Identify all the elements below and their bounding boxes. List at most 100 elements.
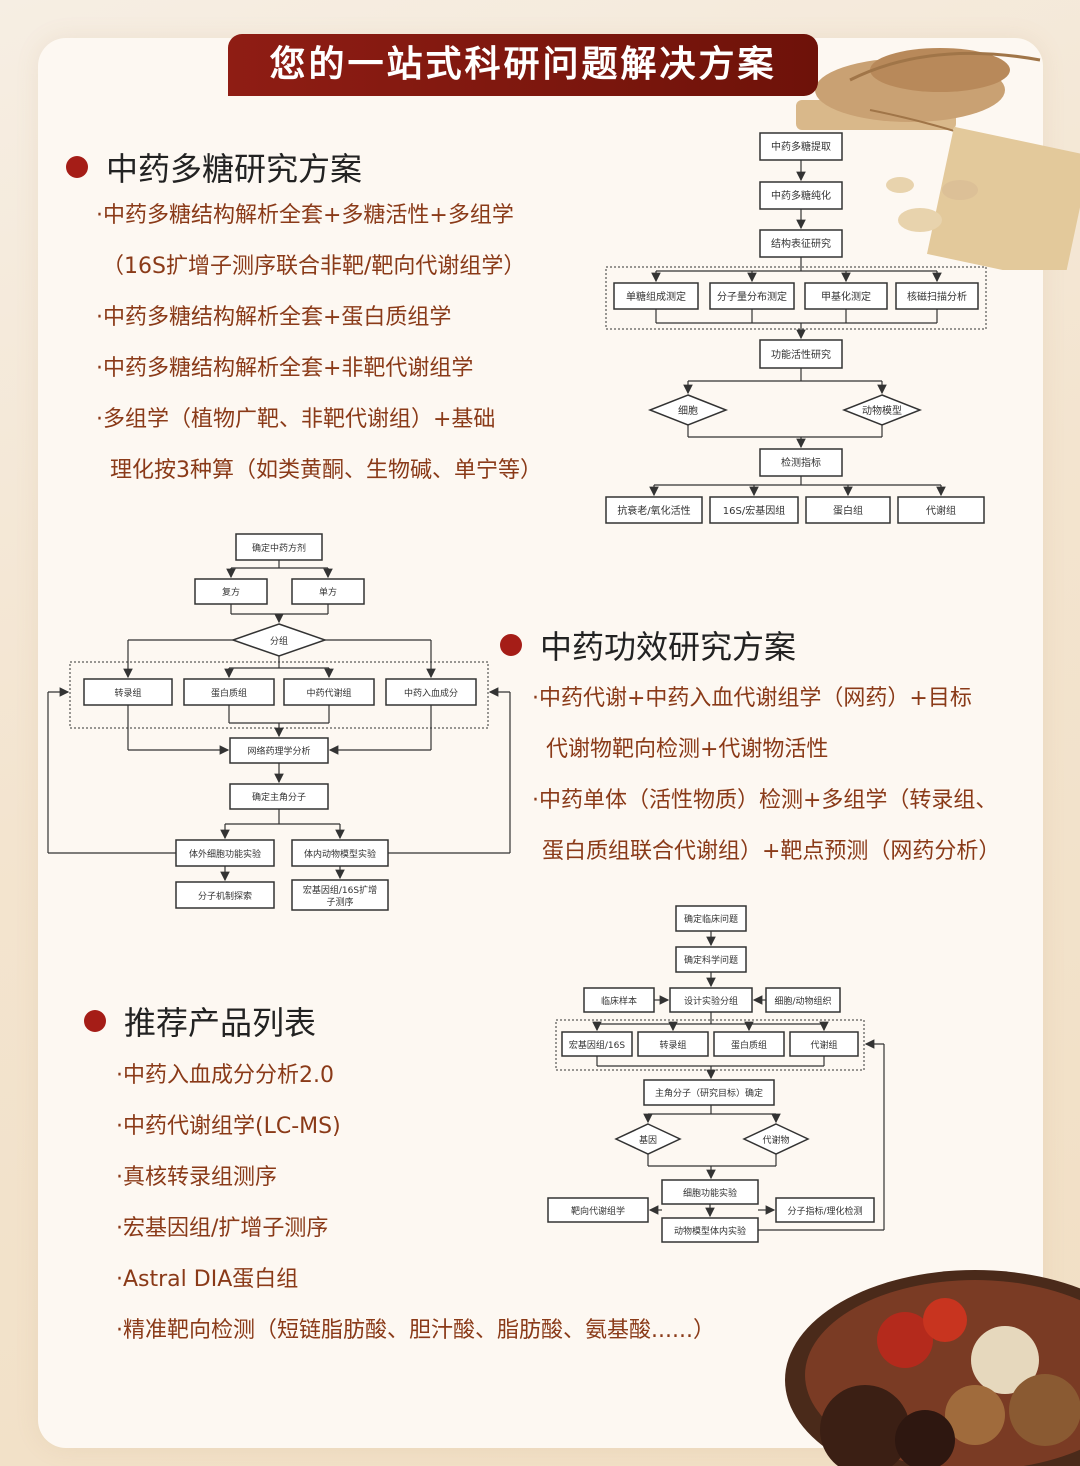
flow-label: 确定中药方剂: [252, 542, 306, 554]
clinical-flowchart: 确定临床问题 确定科学问题 临床样本 设计实验分组 细胞/动物组织 宏基因组/1…: [547, 905, 885, 1243]
list-item: 理化按3种算（如类黄酮、生物碱、单宁等）: [110, 458, 542, 483]
list-item: ·真核转录组测序: [116, 1165, 277, 1190]
flow-label: 代谢组: [926, 504, 956, 517]
flow-label: 蛋白质组: [211, 687, 247, 699]
flow-label: 设计实验分组: [684, 995, 738, 1007]
node-box: [229, 783, 329, 810]
list-item: 蛋白质组联合代谢组）+靶点预测（网药分析）: [542, 839, 1001, 864]
flow-label: 子测序: [326, 896, 353, 908]
section-title-text: 中药功效研究方案: [540, 628, 797, 666]
flow-label: 核磁扫描分析: [907, 290, 967, 303]
list-item: ·中药单体（活性物质）检测+多组学（转录组、: [532, 788, 998, 813]
flow-label: 主角分子（研究目标）确定: [655, 1087, 763, 1099]
section-title-text: 中药多糖研究方案: [106, 150, 363, 188]
node-box: [759, 229, 843, 258]
node-box: [713, 1031, 785, 1057]
node-box: [709, 496, 799, 524]
banner-title: 您的一站式科研问题解决方案: [269, 44, 777, 85]
node-box: [789, 1031, 859, 1057]
node-box: [605, 496, 703, 524]
flow-label: 中药多糖纯化: [771, 189, 831, 202]
node-box: [637, 1031, 709, 1057]
node-box: [83, 678, 173, 706]
flow-label: 分子机制探索: [198, 890, 252, 902]
flow-label: 中药多糖提取: [771, 140, 831, 153]
node-box: [613, 282, 699, 310]
list-item: （16S扩增子测序联合非靶/靶向代谢组学）: [102, 254, 526, 279]
flow-label: 分子指标/理化检测: [787, 1205, 862, 1217]
polysaccharide-flowchart: 中药多糖提取 中药多糖纯化 结构表征研究 单糖组成测定 分子量分布测定 甲基化测…: [605, 132, 987, 524]
flow-label: 体外细胞功能实验: [189, 848, 261, 860]
node-box: [709, 282, 795, 310]
node-box: [675, 905, 747, 932]
node-box: [775, 1197, 875, 1223]
list-item: ·精准靶向检测（短链脂肪酸、胆汁酸、脂肪酸、氨基酸......）: [116, 1318, 715, 1343]
flow-label: 转录组: [114, 687, 141, 699]
list-item: ·多组学（植物广靶、非靶代谢组）+基础: [96, 407, 496, 432]
flow-label: 单方: [319, 586, 337, 598]
list-item: ·宏基因组/扩增子测序: [116, 1216, 329, 1241]
flow-label: 确定临床问题: [684, 913, 738, 925]
flow-label: 单糖组成测定: [626, 290, 686, 303]
node-box: [759, 448, 843, 477]
list-item: ·中药代谢组学(LC-MS): [116, 1114, 341, 1139]
flow-label: 体内动物模型实验: [304, 848, 376, 860]
efficacy-flowchart: 确定中药方剂 复方 单方 分组 转录组 蛋白质组 中药代谢组 中药入血成分 网络…: [47, 533, 511, 911]
node-box: [583, 987, 655, 1013]
flow-label: 结构表征研究: [771, 237, 831, 250]
page-banner: 您的一站式科研问题解决方案: [228, 34, 818, 96]
bullet-dot-icon: [84, 1010, 106, 1032]
flow-label: 分组: [270, 635, 288, 647]
flow-label: 代谢物: [762, 1134, 789, 1146]
flow-label: 确定主角分子: [252, 791, 306, 803]
node-box: [643, 1079, 775, 1106]
node-box: [661, 1217, 759, 1243]
node-box: [805, 496, 891, 524]
flow-label: 中药入血成分: [404, 687, 458, 699]
flow-label: 检测指标: [781, 456, 821, 469]
flow-label: 功能活性研究: [771, 348, 831, 361]
flow-label: 细胞: [678, 404, 698, 417]
node-box: [385, 678, 477, 706]
flow-label: 复方: [222, 586, 240, 598]
content-card: [38, 38, 1043, 1448]
section-title-products: 推荐产品列表: [84, 998, 316, 1044]
node-box: [229, 737, 329, 764]
node-box: [235, 533, 323, 561]
flow-label: 转录组: [659, 1039, 686, 1051]
flow-label: 细胞功能实验: [683, 1187, 737, 1199]
flow-label: 16S/宏基因组: [723, 504, 785, 517]
node-box: [547, 1197, 649, 1223]
list-item: ·中药多糖结构解析全套+非靶代谢组学: [96, 356, 474, 381]
flow-label: 抗衰老/氧化活性: [617, 504, 690, 517]
herb-bowl-illustration: [785, 1270, 1080, 1466]
node-box: [183, 678, 275, 706]
section-title-efficacy: 中药功效研究方案: [500, 622, 796, 668]
flow-label: 甲基化测定: [821, 290, 871, 303]
flow-label: 中药代谢组: [306, 687, 351, 699]
list-item: 代谢物靶向检测+代谢物活性: [546, 737, 829, 762]
node-box: [759, 181, 843, 210]
node-box: [291, 879, 389, 911]
flow-label: 确定科学问题: [684, 954, 738, 966]
section-title-text: 推荐产品列表: [124, 1004, 317, 1042]
node-box: [661, 1179, 759, 1205]
flow-label: 基因: [639, 1134, 657, 1146]
node-box: [669, 987, 753, 1013]
list-item: ·中药多糖结构解析全套+蛋白质组学: [96, 305, 452, 330]
flow-label: 动物模型体内实验: [674, 1225, 746, 1237]
products-list: ·中药入血成分分析2.0 ·中药代谢组学(LC-MS) ·真核转录组测序 ·宏基…: [116, 1050, 715, 1356]
flow-label: 网络药理学分析: [247, 745, 310, 757]
node-box: [175, 881, 275, 909]
flow-label: 细胞/动物组织: [774, 995, 831, 1007]
list-item: ·中药代谢+中药入血代谢组学（网药）+目标: [532, 686, 972, 711]
bullet-dot-icon: [500, 634, 522, 656]
flow-label: 分子量分布测定: [717, 290, 787, 303]
flow-label: 宏基因组/16S扩增: [303, 884, 377, 896]
flow-label: 临床样本: [601, 995, 637, 1007]
node-box: [897, 496, 985, 524]
polysaccharide-list: ·中药多糖结构解析全套+多糖活性+多组学 （16S扩增子测序联合非靶/靶向代谢组…: [96, 190, 542, 496]
flow-label: 蛋白质组: [731, 1039, 767, 1051]
flow-label: 蛋白组: [833, 504, 863, 517]
list-item: ·中药入血成分分析2.0: [116, 1063, 334, 1088]
